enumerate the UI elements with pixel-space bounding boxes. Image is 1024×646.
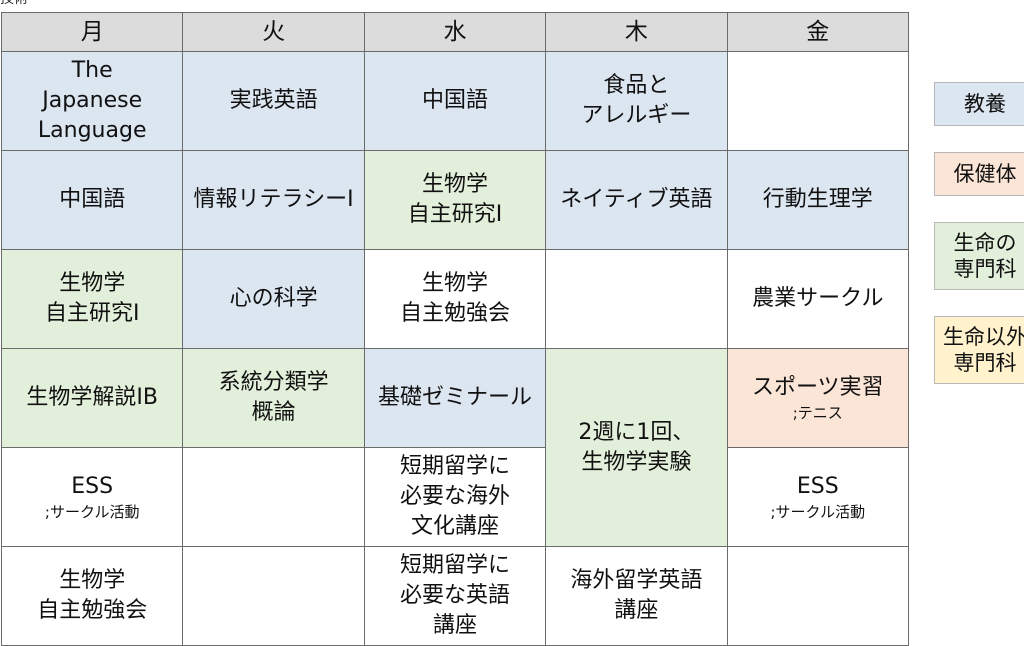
class-cell: 生物学自主勉強会 (0, 546, 184, 646)
class-name-line: 生物学 (59, 568, 126, 593)
legend-label: 生命以外 (943, 325, 1024, 349)
class-name-line: The (71, 58, 113, 83)
class-cell: 実践英語 (182, 51, 365, 151)
class-name-line: 概論 (251, 400, 296, 425)
class-cell: 基礎ゼミナール (363, 348, 547, 448)
class-name-line: 必要な海外 (399, 484, 510, 509)
class-name-line: ESS (71, 474, 114, 499)
class-name-line: 生物学実験 (581, 449, 692, 475)
class-cell: 中国語 (0, 150, 184, 250)
legend-label: 保健体 (953, 162, 1017, 186)
class-name-line: 必要な英語 (399, 583, 510, 608)
class-name-line: 生物学 (421, 172, 488, 197)
class-name-line: 短期留学に (399, 553, 510, 578)
legend-label: 教養 (964, 92, 1006, 116)
class-note: ;サークル活動 (44, 503, 140, 521)
day-header: 水 (363, 12, 547, 52)
class-name-line: 生物学 (59, 271, 126, 296)
day-header: 木 (545, 12, 728, 52)
class-cell: 食品とアレルギー (545, 51, 728, 151)
day-header: 火 (182, 12, 365, 52)
class-name-line: 農業サークル (752, 286, 884, 311)
day-header: 金 (726, 12, 910, 52)
class-name-line: スポーツ実習 (752, 375, 884, 400)
class-cell: 短期留学に必要な海外文化講座 (363, 447, 547, 547)
class-name-line: 海外留学英語 (570, 568, 703, 593)
class-name-line: 食品と (603, 73, 670, 98)
class-cell: スポーツ実習 ;テニス (726, 348, 910, 448)
class-cell: 生物学解説IB (0, 348, 184, 448)
legend-item: 生命の専門科 (934, 222, 1024, 290)
empty-cell (726, 51, 910, 151)
class-cell: 系統分類学概論 (182, 348, 365, 448)
period-row: ESS ;サークル活動 短期留学に必要な海外文化講座 ESS ;サークル活動 (0, 447, 910, 547)
class-cell: ネイティブ英語 (545, 150, 728, 250)
class-name-line: 文化講座 (410, 514, 499, 539)
class-cell: 生物学自主研究I (0, 249, 184, 349)
class-cell: 農業サークル (726, 249, 910, 349)
legend-label: 専門科 (953, 351, 1017, 375)
legend-label: 専門科 (953, 257, 1017, 281)
class-name-line: 情報リテラシーI (193, 187, 354, 212)
class-name-line: ネイティブ英語 (560, 187, 713, 212)
period-row: 生物学自主研究I 心の科学 生物学自主勉強会 農業サークル (0, 249, 910, 349)
class-cell: 短期留学に必要な英語講座 (363, 546, 547, 646)
legend-label: 生命の (953, 231, 1017, 255)
period-row: 生物学自主勉強会短期留学に必要な英語講座海外留学英語講座 (0, 546, 910, 646)
empty-cell (182, 447, 365, 547)
class-name-line: 講座 (614, 598, 659, 623)
day-header-row: 月 火 水 木 金 (0, 12, 910, 52)
class-cell: 生物学自主勉強会 (363, 249, 547, 349)
class-name-line: ESS (796, 474, 839, 499)
empty-cell (182, 546, 365, 646)
class-name-line: Language (37, 118, 147, 143)
class-name-line: 行動生理学 (762, 187, 873, 212)
class-name-line: Japanese (42, 88, 143, 113)
class-name-line: 2週に1回、 (578, 419, 695, 445)
period-row: 中国語 情報リテラシーI 生物学自主研究I ネイティブ英語 行動生理学 (0, 150, 910, 250)
class-name-line: 系統分類学 (218, 370, 329, 395)
day-header: 月 (0, 12, 184, 52)
class-note: ;テニス (792, 404, 843, 422)
header-fragment: 技術 (0, 0, 28, 8)
class-cell: ESS ;サークル活動 (726, 447, 910, 547)
class-cell: 2週に1回、生物学実験 (545, 348, 728, 547)
class-cell: 海外留学英語講座 (545, 546, 728, 646)
class-cell: ESS ;サークル活動 (0, 447, 184, 547)
class-cell: 心の科学 (182, 249, 365, 349)
class-name-line: 中国語 (59, 187, 126, 212)
class-name-line: 自主勉強会 (399, 301, 510, 326)
class-name-line: 短期留学に (399, 454, 510, 479)
empty-cell (726, 546, 910, 646)
empty-cell (545, 249, 728, 349)
class-cell: 情報リテラシーI (182, 150, 365, 250)
legend-item: 保健体 (934, 152, 1024, 196)
class-cell: 中国語 (363, 51, 547, 151)
class-cell: 行動生理学 (726, 150, 910, 250)
class-name-line: 生物学 (421, 271, 488, 296)
class-name-line: 心の科学 (229, 286, 318, 311)
class-name-line: 自主研究I (44, 301, 140, 326)
class-name-line: アレルギー (581, 103, 692, 128)
legend-item: 生命以外専門科 (934, 316, 1024, 384)
class-name-line: 講座 (432, 613, 477, 638)
class-note: ;サークル活動 (770, 503, 866, 521)
class-name-line: 自主研究I (407, 202, 503, 227)
legend-item: 教養 (934, 82, 1024, 126)
class-cell: 生物学自主研究I (363, 150, 547, 250)
class-name-line: 生物学解説IB (26, 385, 158, 410)
class-name-line: 実践英語 (229, 88, 318, 113)
class-name-line: 基礎ゼミナール (377, 385, 532, 410)
class-name-line: 自主勉強会 (37, 598, 148, 623)
class-name-line: 中国語 (421, 88, 488, 113)
